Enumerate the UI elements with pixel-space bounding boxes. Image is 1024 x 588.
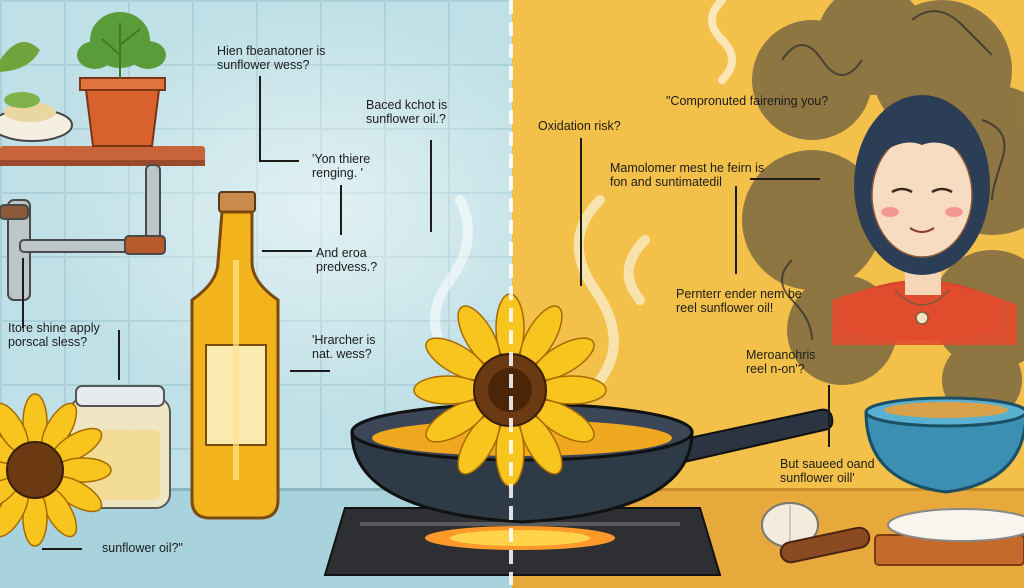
sunflower-corner-icon (0, 393, 112, 547)
leader-line (828, 385, 830, 447)
cutting-board-icon (874, 508, 1024, 566)
center-divider (509, 0, 513, 585)
leader-line (580, 138, 582, 286)
label-left-7: sunflower oil?" (102, 541, 183, 555)
leader-line (259, 160, 299, 162)
potted-plant-icon (77, 12, 166, 147)
leader-line (430, 140, 432, 232)
label-right-2: "Compronuted fairening you? (666, 94, 829, 108)
label-right-4: Pernterr ender nem be reel sunflower oil… (676, 287, 802, 315)
leader-line (22, 258, 24, 328)
label-right-1: Oxidation risk? (538, 119, 621, 133)
label-left-1: Hien fbeanatoner is sunflower wess? (217, 44, 326, 72)
label-left-2: Baced kchot is sunflower oil.? (366, 98, 448, 126)
label-left-5: Itore shine apply porscal sless? (8, 321, 100, 349)
leader-line (262, 250, 312, 252)
cinnamon-stick-icon (779, 526, 871, 564)
sunflower-icon (413, 293, 607, 487)
label-right-6: But saueed oand sunflower oill' (780, 457, 875, 485)
storage-jar-icon (69, 385, 171, 509)
wall-shelf (0, 146, 205, 162)
leader-line (340, 185, 342, 235)
woman-portrait-icon (832, 95, 1017, 345)
salad-bowl-icon (0, 42, 73, 142)
frying-pan-icon (350, 402, 834, 524)
oil-bottle-icon (190, 191, 280, 520)
mixing-bowl-icon (864, 396, 1024, 494)
leader-line (750, 178, 820, 180)
leader-line (42, 548, 82, 550)
label-left-6: 'Hrarcher is nat. wess? (312, 333, 376, 361)
leader-line (118, 330, 120, 380)
label-right-5: Meroanohris reel n-on'? (746, 348, 816, 376)
steam-icon (430, 195, 650, 385)
faucet-icon (0, 164, 166, 301)
label-left-4: And eroa predvess.? (316, 246, 378, 274)
label-left-3: 'Yon thiere renging. ' (312, 152, 371, 180)
label-right-3: Mamolomer mest he feirn is fon and sunti… (610, 161, 765, 189)
leader-line (259, 76, 261, 162)
leader-line (290, 370, 330, 372)
leader-line (735, 186, 737, 274)
